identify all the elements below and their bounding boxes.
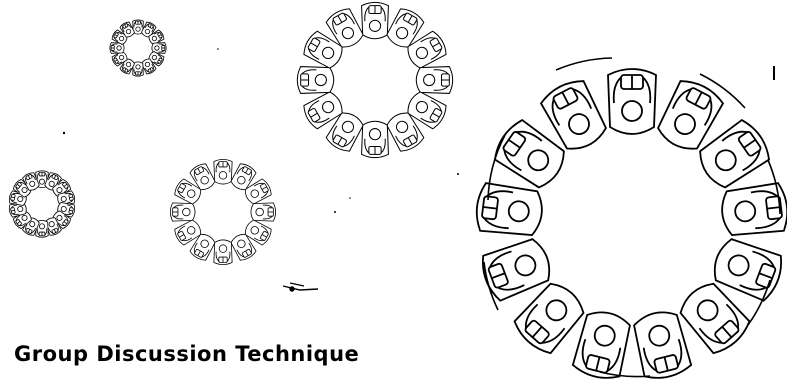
seated-person [362, 2, 389, 38]
seating-circle-4 [297, 2, 452, 157]
seated-person [297, 67, 333, 94]
seated-person [608, 69, 656, 134]
seated-person [630, 308, 692, 383]
seated-person [571, 308, 633, 383]
seated-person [251, 203, 276, 221]
seating-circle-2 [8, 171, 76, 238]
seated-person [214, 159, 232, 184]
seating-circle-3 [170, 159, 275, 264]
seating-circle-5 [474, 69, 787, 382]
ink-smudge [283, 283, 318, 291]
seated-person [362, 121, 389, 157]
seated-person [474, 182, 544, 237]
seating-circle-1 [110, 20, 166, 76]
seated-person [416, 67, 452, 94]
caption-title: Group Discussion Technique [14, 342, 359, 366]
seated-person [170, 203, 195, 221]
seated-person [214, 240, 232, 265]
